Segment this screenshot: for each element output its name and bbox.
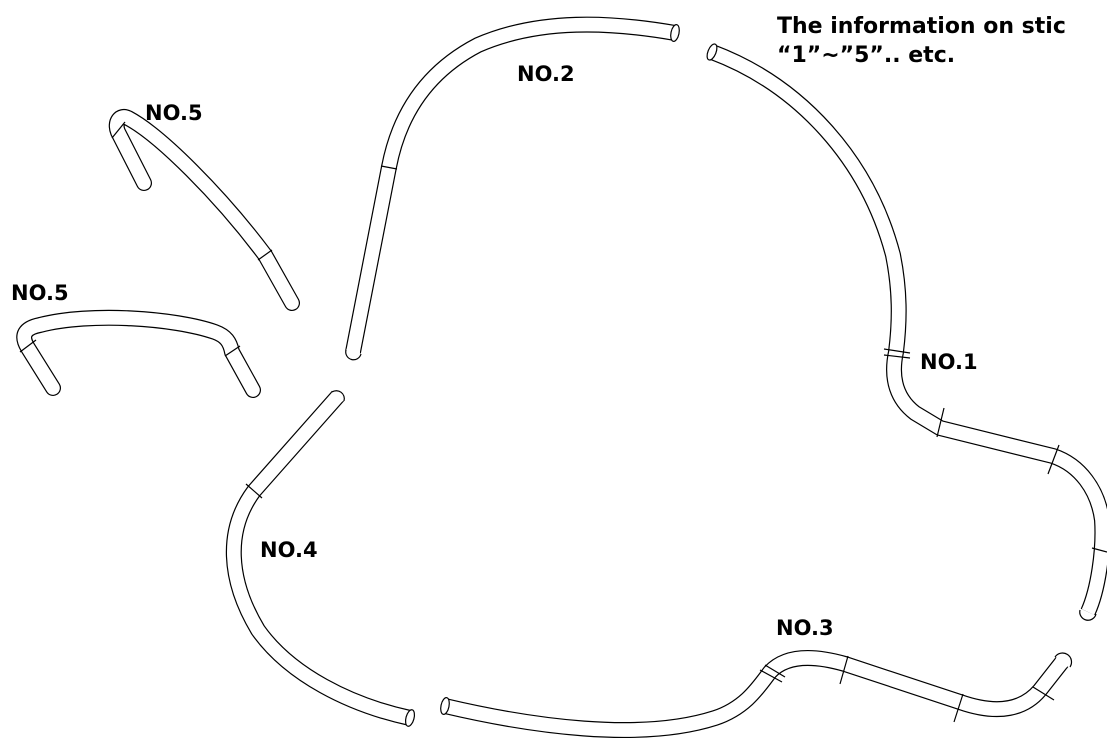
label-no2: NO.2 bbox=[517, 62, 575, 86]
tube-piece-no5-top bbox=[108, 109, 300, 311]
label-no5-left: NO.5 bbox=[11, 281, 69, 305]
tube-piece-no4 bbox=[225, 389, 416, 727]
tube-piece-no2 bbox=[345, 16, 680, 361]
tube-piece-no3 bbox=[440, 649, 1073, 739]
tube-piece-no5-left bbox=[16, 309, 261, 398]
info-note-line2: “1”~”5”.. etc. bbox=[777, 43, 956, 68]
tube-piece-no1 bbox=[706, 43, 1107, 621]
label-no1: NO.1 bbox=[920, 350, 978, 374]
info-note: The information on stic “1”~”5”.. etc. bbox=[777, 12, 1107, 70]
label-no3: NO.3 bbox=[776, 616, 834, 640]
info-note-line1: The information on stic bbox=[777, 14, 1066, 39]
label-no5-top: NO.5 bbox=[145, 101, 203, 125]
label-no4: NO.4 bbox=[260, 538, 318, 562]
